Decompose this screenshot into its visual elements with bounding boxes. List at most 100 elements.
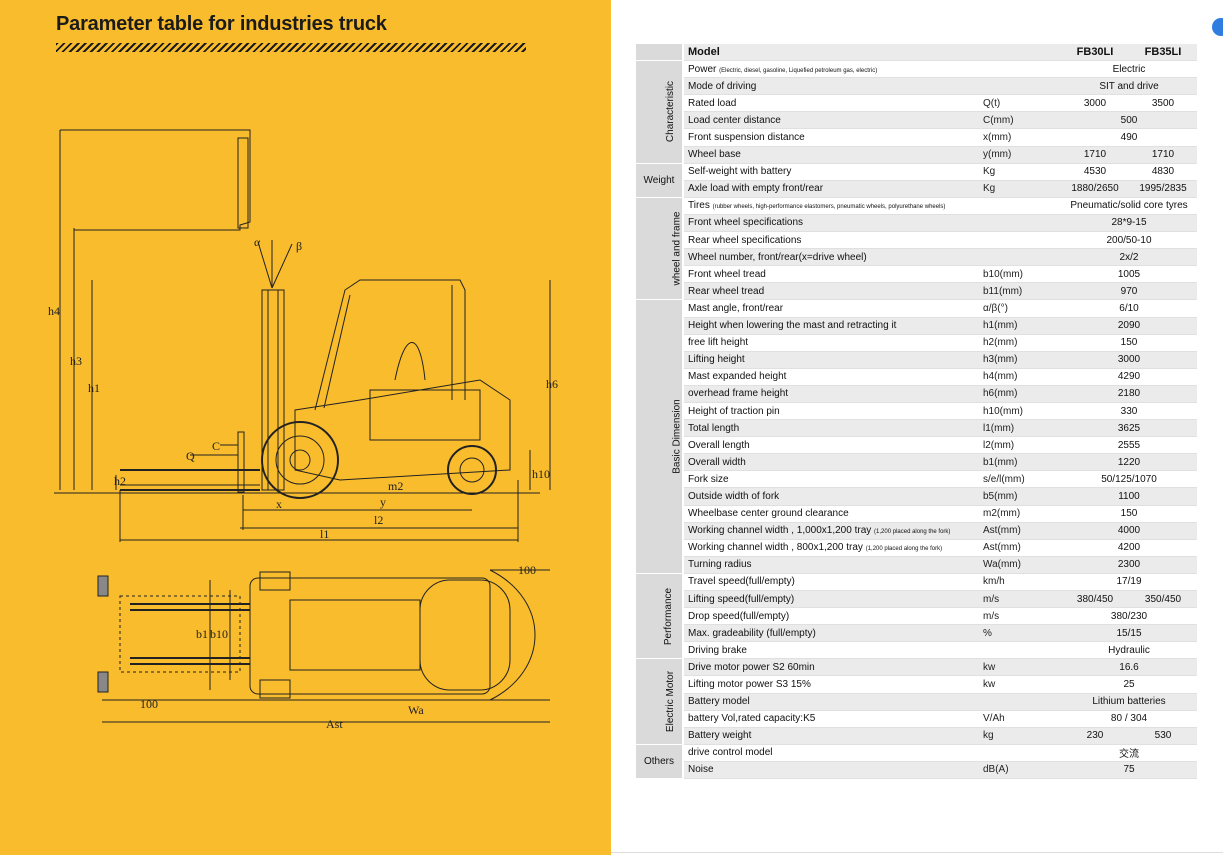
row-label-note: (1,200 placed along the fork): [865, 546, 943, 553]
row-label-text: Overall length: [688, 439, 750, 451]
row-label-text: Rear wheel specifications: [688, 234, 802, 246]
category-cell: Characteristic: [636, 60, 684, 164]
row-label: Tires (rubber wheels, high-performance e…: [683, 197, 979, 215]
row-value-model-2: 350/450: [1129, 590, 1197, 609]
row-unit: [979, 214, 1061, 233]
corner-badge-icon: [1212, 18, 1223, 36]
row-label: Working channel width , 800x1,200 tray (…: [683, 539, 979, 557]
title-underline-hatch: [56, 43, 526, 52]
row-label-text: Axle load with empty front/rear: [688, 183, 824, 195]
label-h6: h6: [546, 377, 558, 391]
row-value: 2180: [1061, 385, 1197, 403]
row-value: 2555: [1061, 436, 1197, 455]
row-label: Total length: [683, 419, 979, 438]
row-label-text: Drive motor power S2 60min: [688, 661, 815, 673]
row-label-text: Mast angle, front/rear: [688, 302, 784, 314]
row-label: free lift height: [683, 334, 979, 352]
row-unit: kw: [979, 658, 1061, 677]
category-label: Basic Dimension: [671, 399, 683, 474]
category-label: Characteristic: [665, 81, 677, 143]
row-label-text: battery Vol,rated capacity:K5: [688, 713, 816, 725]
row-label-text: Load center distance: [688, 114, 781, 126]
row-value: 25: [1061, 675, 1197, 694]
row-label: Fork size: [683, 470, 979, 489]
label-b10: b10: [210, 627, 228, 641]
category-cell: Basic Dimension: [636, 299, 684, 574]
row-unit: [979, 248, 1061, 267]
row-label-text: Mast expanded height: [688, 371, 787, 383]
row-unit: C(mm): [979, 111, 1061, 130]
row-label: Lifting height: [683, 351, 979, 369]
row-label-note: (rubber wheels, high-performance elastom…: [712, 204, 946, 211]
label-h2: h2: [114, 474, 126, 488]
row-label: Drop speed(full/empty): [683, 607, 979, 626]
row-value: Pneumatic/solid core tyres: [1061, 197, 1197, 215]
row-label: Wheelbase center ground clearance: [683, 505, 979, 523]
table-row: Height when lowering the mast and retrac…: [636, 317, 1197, 335]
row-label-text: Turning radius: [688, 559, 752, 571]
row-unit: [979, 693, 1061, 711]
row-label: Axle load with empty front/rear: [683, 180, 979, 198]
row-value-model-2: 1995/2835: [1129, 180, 1197, 198]
row-label: Mast angle, front/rear: [683, 299, 979, 318]
row-label-text: Overall width: [688, 456, 746, 468]
row-value-model-2: 3500: [1129, 94, 1197, 113]
row-label: Lifting motor power S3 15%: [683, 675, 979, 694]
row-unit: l2(mm): [979, 436, 1061, 455]
row-label-text: Lifting motor power S3 15%: [688, 679, 811, 691]
row-unit: dB(A): [979, 761, 1061, 780]
row-value: 17/19: [1061, 573, 1197, 592]
row-value: 2x/2: [1061, 248, 1197, 267]
label-wa: Wa: [408, 703, 424, 717]
label-100-top: 100: [518, 563, 536, 577]
row-unit: b10(mm): [979, 265, 1061, 284]
row-unit: h2(mm): [979, 334, 1061, 352]
row-unit: [979, 77, 1061, 96]
label-Q: Q: [186, 449, 195, 463]
row-label-text: Travel speed(full/empty): [688, 576, 795, 588]
row-value: 80 / 304: [1061, 710, 1197, 728]
row-label-text: Outside width of fork: [688, 490, 780, 502]
row-label-text: Wheelbase center ground clearance: [688, 508, 849, 520]
row-value: 6/10: [1061, 299, 1197, 318]
row-unit: Ast(mm): [979, 539, 1061, 557]
row-label: Mast expanded height: [683, 368, 979, 386]
category-label: Performance: [663, 587, 675, 645]
row-value: 150: [1061, 334, 1197, 352]
row-value: 4200: [1061, 539, 1197, 557]
row-value: 交流: [1061, 744, 1197, 762]
row-label-text: Self-weight with battery: [688, 166, 792, 178]
row-value: 4290: [1061, 368, 1197, 386]
table-row: Electric Motor Drive motor power S2 60min…: [636, 658, 1197, 745]
row-value-model-2: 4830: [1129, 163, 1197, 181]
row-label-text: Working channel width , 800x1,200 tray: [688, 542, 863, 554]
category-cell: Electric Motor: [636, 658, 684, 745]
row-label-text: drive control model: [688, 747, 773, 759]
row-unit: b11(mm): [979, 282, 1061, 301]
row-value: 16.6: [1061, 658, 1197, 677]
row-value: 380/230: [1061, 607, 1197, 626]
row-label: Wheel base: [683, 146, 979, 164]
row-label-text: Rear wheel tread: [688, 285, 765, 297]
row-unit: h4(mm): [979, 368, 1061, 386]
label-alpha: α: [254, 235, 261, 249]
row-label-text: Battery model: [688, 696, 750, 708]
row-value: 15/15: [1061, 624, 1197, 643]
row-value-model-1: 3000: [1061, 94, 1129, 113]
header-model-label: Model: [683, 44, 979, 62]
row-label: Driving brake: [683, 641, 979, 660]
row-unit: h1(mm): [979, 317, 1061, 335]
